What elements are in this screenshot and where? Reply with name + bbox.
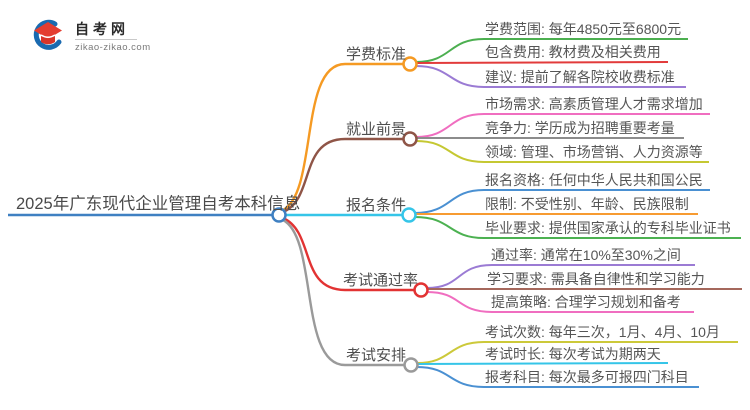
branch-line-exam-schedule [282, 218, 404, 367]
leaf-label-graduation-requirement[interactable]: 毕业要求: 提供国家承认的专科毕业证书 [485, 220, 731, 236]
leaf-label-eligibility[interactable]: 报名资格: 任何中华人民共和国公民 [485, 172, 703, 188]
site-logo: 自考网 zikao-zikao.com [28, 16, 151, 56]
branch-circle-registration-conditions[interactable] [401, 207, 417, 223]
leaf-line-exam-frequency [416, 341, 738, 364]
logo-divider [75, 38, 137, 40]
leaf-label-competitiveness[interactable]: 竞争力: 学历成为招聘重要考量 [485, 120, 675, 136]
branch-label-employment-prospects[interactable]: 就业前景 [346, 121, 407, 138]
central-node-circle[interactable] [271, 207, 287, 223]
leaf-line-eligibility [414, 189, 710, 214]
branch-label-tuition-standard[interactable]: 学费标准 [346, 46, 407, 63]
leaf-line-fee-range [415, 38, 688, 63]
logo-title: 自考网 [75, 20, 129, 37]
leaf-line-exam-subjects [416, 366, 699, 388]
graduation-cap-icon [33, 19, 62, 50]
logo-domain: zikao-zikao.com [75, 41, 151, 53]
branch-circle-tuition-standard[interactable] [402, 56, 418, 72]
branch-circle-employment-prospects[interactable] [402, 131, 418, 147]
leaf-label-included-fees[interactable]: 包含费用: 教材费及相关费用 [485, 44, 661, 60]
branch-circle-exam-pass-rate[interactable] [413, 282, 429, 298]
leaf-label-study-requirement[interactable]: 学习要求: 需具备自律性和学习能力 [487, 271, 705, 287]
leaf-label-fee-range[interactable]: 学费范围: 每年4850元至6800元 [485, 21, 682, 37]
central-topic[interactable]: 2025年广东现代企业管理自考本科信息 [16, 195, 301, 213]
leaf-label-fields[interactable]: 领域: 管理、市场营销、人力资源等 [485, 144, 703, 160]
leaf-line-included-fees [416, 61, 669, 64]
branch-line-exam-pass-rate [282, 216, 414, 292]
branch-circle-exam-schedule[interactable] [403, 357, 419, 373]
branch-line-tuition-standard [282, 62, 403, 212]
leaf-label-pass-rate[interactable]: 通过率: 通常在10%至30%之间 [491, 247, 681, 263]
branch-label-exam-schedule[interactable]: 考试安排 [346, 347, 407, 364]
branch-label-registration-conditions[interactable]: 报名条件 [346, 197, 407, 214]
leaf-line-improvement-strategy [426, 291, 694, 313]
branch-line-employment-prospects [282, 137, 403, 214]
leaf-label-improvement-strategy[interactable]: 提高策略: 合理学习规划和备考 [491, 294, 681, 310]
branch-label-exam-pass-rate[interactable]: 考试通过率 [343, 272, 419, 289]
leaf-line-exam-duration [417, 362, 669, 365]
leaf-line-market-demand [415, 113, 710, 138]
leaf-label-exam-subjects[interactable]: 报考科目: 每次最多可报四门科目 [485, 369, 689, 385]
leaf-line-suggestion [415, 65, 686, 88]
leaf-line-graduation-requirement [414, 216, 741, 239]
leaf-label-market-demand[interactable]: 市场需求: 高素质管理人才需求增加 [485, 96, 703, 112]
leaf-label-exam-duration[interactable]: 考试时长: 每次考试为期两天 [485, 346, 661, 362]
leaf-line-pass-rate [426, 264, 695, 289]
leaf-line-fields [415, 140, 709, 163]
leaf-label-restrictions[interactable]: 限制: 不受性别、年龄、民族限制 [485, 196, 689, 212]
leaf-label-suggestion[interactable]: 建议: 提前了解各院校收费标准 [485, 69, 675, 85]
leaf-label-exam-frequency[interactable]: 考试次数: 每年三次，1月、4月、10月 [485, 324, 720, 340]
